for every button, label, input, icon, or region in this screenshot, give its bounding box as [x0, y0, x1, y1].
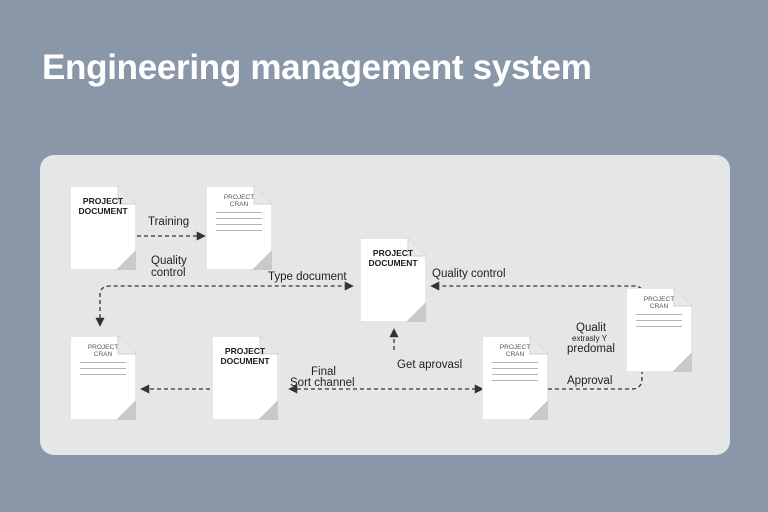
project-document-bottom-right[interactable]: PROJECT CRAN [482, 336, 548, 420]
arrow-approval [548, 372, 643, 390]
page-title: Engineering management system [42, 48, 592, 87]
project-document-right[interactable]: PROJECT CRAN [626, 288, 692, 372]
document-shape [626, 288, 692, 372]
arrow-type-document [95, 281, 354, 327]
document-shape [70, 336, 136, 420]
document-title: PROJECT DOCUMENT [220, 346, 270, 366]
label-extrasly: extrasly Y [572, 334, 607, 343]
document-title: PROJECT CRAN [643, 296, 675, 310]
label-quality-control: Quality control [432, 268, 506, 280]
document-title: PROJECT CRAN [87, 344, 119, 358]
project-document-bottom-left[interactable]: PROJECT CRAN [70, 336, 136, 420]
label-sort-channel: Sort channel [290, 377, 355, 389]
document-text-lines [492, 362, 538, 386]
document-shape [212, 336, 278, 420]
project-document-bottom-middle[interactable]: PROJECT DOCUMENT [212, 336, 278, 420]
label-approval: Approval [567, 375, 613, 387]
label-final: Final [311, 366, 336, 378]
project-document-1[interactable]: PROJECT DOCUMENT [70, 186, 136, 270]
arrow-quality-control [430, 281, 643, 296]
document-title: PROJECT DOCUMENT [368, 248, 418, 268]
document-text-lines [216, 212, 262, 236]
document-shape [482, 336, 548, 420]
document-shape [360, 238, 426, 322]
document-text-lines [636, 314, 682, 332]
label-qualit: Qualit [576, 322, 607, 334]
label-control: control [151, 267, 186, 279]
label-quality: Quality [151, 255, 187, 267]
label-predomal: predomal [567, 343, 615, 355]
document-title: PROJECT CRAN [223, 194, 255, 208]
project-document-center[interactable]: PROJECT DOCUMENT [360, 238, 426, 322]
project-document-2[interactable]: PROJECT CRAN [206, 186, 272, 270]
label-type-document: Type document [268, 271, 347, 283]
document-title: PROJECT DOCUMENT [78, 196, 128, 216]
document-text-lines [80, 362, 126, 380]
label-training: Training [148, 216, 190, 228]
document-shape [206, 186, 272, 270]
label-get-approval: Get aprovasl [397, 359, 463, 371]
document-shape [70, 186, 136, 270]
document-title: PROJECT CRAN [499, 344, 531, 358]
